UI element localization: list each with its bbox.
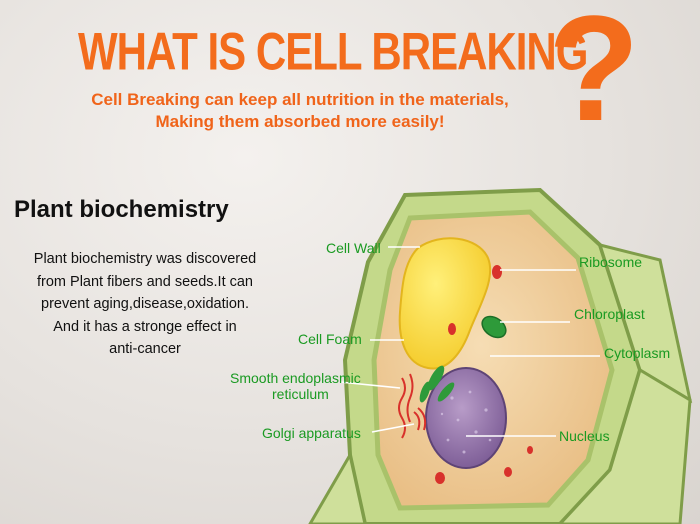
chloroplast bbox=[419, 381, 431, 403]
main-title: WHAT IS CELL BREAKING bbox=[78, 22, 588, 81]
vacuole bbox=[398, 237, 492, 370]
nucleus-texture bbox=[440, 390, 492, 454]
label-cytoplasm: Cytoplasm bbox=[604, 345, 671, 361]
chloroplast bbox=[481, 315, 507, 339]
description-paragraph: Plant biochemistry was discovered from P… bbox=[10, 248, 280, 361]
smooth-er bbox=[398, 377, 406, 439]
cytoplasm-body bbox=[371, 209, 615, 511]
label-smooth-er-2: reticulum bbox=[272, 386, 329, 402]
description-line: prevent aging,disease,oxidation. bbox=[41, 296, 249, 312]
ribosome bbox=[492, 265, 502, 279]
neighbor-cell-bottom-right bbox=[557, 367, 692, 524]
label-chloroplast: Chloroplast bbox=[574, 306, 645, 322]
ribosome bbox=[527, 446, 533, 454]
description-line: And it has a stronge effect in bbox=[53, 318, 237, 335]
golgi-apparatus bbox=[413, 407, 427, 431]
label-cell-wall: Cell Wall bbox=[326, 240, 381, 256]
subtitle-line-1: Cell Breaking can keep all nutrition in … bbox=[91, 90, 509, 109]
chloroplast bbox=[437, 382, 455, 402]
chloroplast bbox=[427, 365, 445, 391]
description-line: anti-cancer bbox=[109, 341, 181, 357]
label-cell-foam: Cell Foam bbox=[298, 331, 362, 347]
ribosome bbox=[448, 323, 456, 335]
ribosome bbox=[435, 472, 445, 484]
pointer-lines bbox=[339, 246, 600, 437]
smooth-er bbox=[406, 373, 414, 423]
neighbor-cell-left bbox=[308, 450, 367, 524]
ribosome bbox=[504, 467, 512, 477]
label-golgi-apparatus: Golgi apparatus bbox=[262, 425, 361, 441]
question-mark-icon: ? bbox=[548, 0, 640, 152]
label-smooth-er-1: Smooth endoplasmic bbox=[230, 370, 361, 386]
section-title: Plant biochemistry bbox=[14, 196, 229, 223]
description-line: from Plant fibers and seeds.It can bbox=[37, 273, 253, 290]
label-ribosome: Ribosome bbox=[579, 254, 643, 270]
description-line: Plant biochemistry was discovered bbox=[33, 251, 257, 267]
label-nucleus: Nucleus bbox=[559, 428, 610, 444]
subtitle-line-2: Making them absorbed more easily! bbox=[155, 112, 445, 131]
